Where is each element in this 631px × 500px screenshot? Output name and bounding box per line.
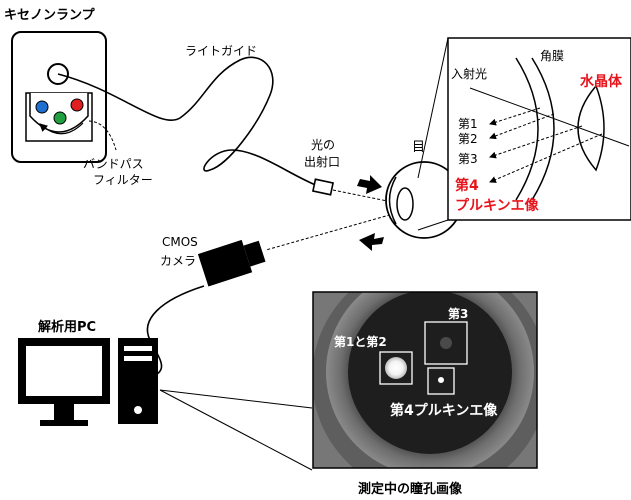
bandpass-filter-label-2: フィルター bbox=[93, 173, 153, 187]
outlet-label-2: 出射口 bbox=[304, 154, 340, 169]
pupil-image bbox=[312, 291, 538, 469]
purkinje-1-2-glint bbox=[385, 357, 407, 379]
eye-label: 目 bbox=[412, 140, 425, 155]
purkinje-4-label-1: 第4 bbox=[455, 177, 479, 194]
pc-monitor-icon bbox=[18, 338, 110, 426]
light-outlet bbox=[312, 178, 334, 196]
lens-label: 水晶体 bbox=[580, 73, 623, 90]
rotation-arrow-icon bbox=[39, 122, 84, 135]
camera-label-2: カメラ bbox=[160, 254, 196, 268]
light-guide-label: ライトガイド bbox=[185, 44, 257, 58]
pc-tower-icon bbox=[118, 338, 158, 424]
purkinje-2-label: 第2 bbox=[458, 132, 478, 146]
incoming-arrow-icon bbox=[357, 175, 382, 194]
cmos-camera-icon bbox=[197, 239, 266, 287]
pupil-label-3: 第3 bbox=[448, 306, 468, 321]
eye-illustration bbox=[385, 161, 463, 239]
purkinje-4-glint bbox=[438, 377, 444, 383]
purkinje-4-label-2: プルキンエ像 bbox=[455, 197, 540, 214]
pupil-label-1-2: 第1と第2 bbox=[334, 334, 387, 349]
purkinje-3-label: 第3 bbox=[458, 152, 478, 166]
incident-light-label: 入射光 bbox=[451, 66, 487, 81]
xenon-lamp-label: キセノンランプ bbox=[4, 8, 96, 23]
outgoing-arrow-icon bbox=[359, 233, 384, 251]
xenon-lamp-unit bbox=[11, 31, 107, 163]
camera-label-1: CMOS bbox=[162, 235, 198, 249]
purkinje-1-label: 第1 bbox=[458, 117, 478, 131]
outlet-label-1: 光の bbox=[311, 138, 335, 152]
bandpass-filter-label-1: バンドパス bbox=[83, 157, 144, 171]
filter-red-icon bbox=[70, 98, 84, 112]
purkinje-4-box bbox=[427, 367, 455, 395]
purkinje-1-2-box bbox=[379, 351, 413, 385]
eye-detail-panel bbox=[447, 37, 631, 221]
cornea-label: 角膜 bbox=[540, 49, 564, 63]
filter-blue-icon bbox=[35, 100, 49, 114]
light-guide-cable bbox=[57, 56, 319, 187]
pupil-image-caption: 測定中の瞳孔画像 bbox=[358, 481, 463, 497]
purkinje-3-box bbox=[424, 321, 468, 365]
filter-green-icon bbox=[53, 111, 67, 125]
pupil-label-4: 第4プルキンエ像 bbox=[390, 402, 498, 419]
pc-label: 解析用PC bbox=[37, 319, 96, 335]
